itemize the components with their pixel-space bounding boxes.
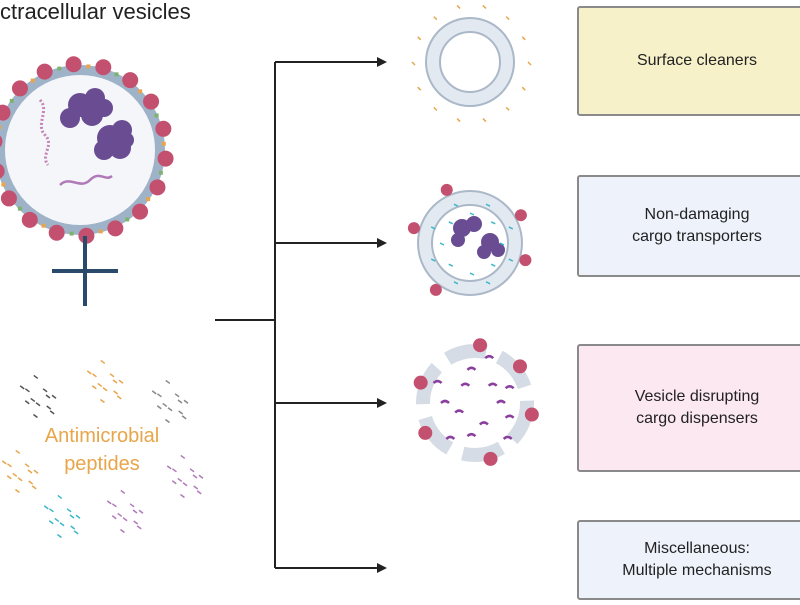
outcome-label-line1: Surface cleaners (636, 52, 758, 69)
nucleic-acid-strand (38, 98, 51, 166)
outcome-label-line1: Miscellaneous: (644, 540, 750, 557)
surface-protein-icon (0, 190, 17, 207)
surface-protein-icon (157, 150, 174, 167)
nucleic-acid-strand (59, 174, 113, 186)
surface-protein-icon (36, 63, 53, 80)
branch-arrows (215, 57, 387, 573)
outcome-box-vesicle-disrupting: Vesicle disrupting cargo dispensers (577, 344, 800, 472)
peptide-cluster-icon (19, 374, 57, 419)
outcome-label-line1: Non-damaging (644, 206, 750, 223)
surface-protein-icon (107, 220, 124, 237)
surface-protein-icon (21, 211, 38, 228)
peptide-cluster-icon (166, 454, 204, 499)
outcome-label-line1: Vesicle disrupting (634, 388, 760, 405)
surface-protein-icon (149, 179, 166, 196)
surface-protein-icon (11, 80, 28, 97)
outcome-box-surface-cleaners: Surface cleaners (577, 6, 800, 116)
surface-protein-icon (95, 59, 112, 76)
surface-protein-icon (78, 227, 95, 244)
extracellular-vesicles-title: ctracellular vesicles (0, 0, 191, 24)
surface-protein-icon (48, 224, 65, 241)
antimicrobial-peptides-label: Antimicrobial peptides (22, 422, 182, 478)
surface-protein-icon (122, 72, 139, 89)
outcome-box-non-damaging: Non-damaging cargo transporters (577, 175, 800, 277)
outcome-label-line2: cargo dispensers (636, 410, 758, 427)
peptides-label-line2: peptides (64, 453, 140, 475)
outcome-label-line2: Multiple mechanisms (622, 562, 772, 579)
surface-protein-icon (0, 163, 5, 179)
surface-protein-icon (132, 203, 149, 220)
peptide-cluster-icon (86, 359, 124, 404)
source-vesicle-membrane (0, 65, 165, 235)
surface-protein-icon (0, 104, 11, 121)
peptides-label-line1: Antimicrobial (44, 425, 160, 447)
outcome-vesicle-disrupted (413, 338, 539, 466)
outcome-box-miscellaneous: Miscellaneous: Multiple mechanisms (577, 520, 800, 600)
surface-protein-icon (155, 120, 172, 137)
plus-sign (52, 236, 118, 306)
peptide-cluster-icon (106, 489, 144, 534)
outcome-vesicle-cargo-transport (407, 183, 532, 296)
surface-protein-icon (143, 93, 160, 110)
peptide-cluster-icon (43, 494, 81, 539)
antimicrobial-peptide-clusters (1, 359, 204, 539)
peptide-cluster-icon (151, 379, 189, 424)
outcome-vesicle-surface-cleaned (411, 4, 532, 123)
peptide-cluster-icon (1, 449, 39, 494)
surface-protein-group (0, 56, 174, 244)
outcome-label-line2: cargo transporters (632, 228, 762, 245)
cargo-protein-cluster (60, 88, 134, 160)
surface-protein-icon (65, 56, 82, 73)
surface-protein-icon (0, 135, 3, 148)
source-vesicle (0, 56, 174, 244)
